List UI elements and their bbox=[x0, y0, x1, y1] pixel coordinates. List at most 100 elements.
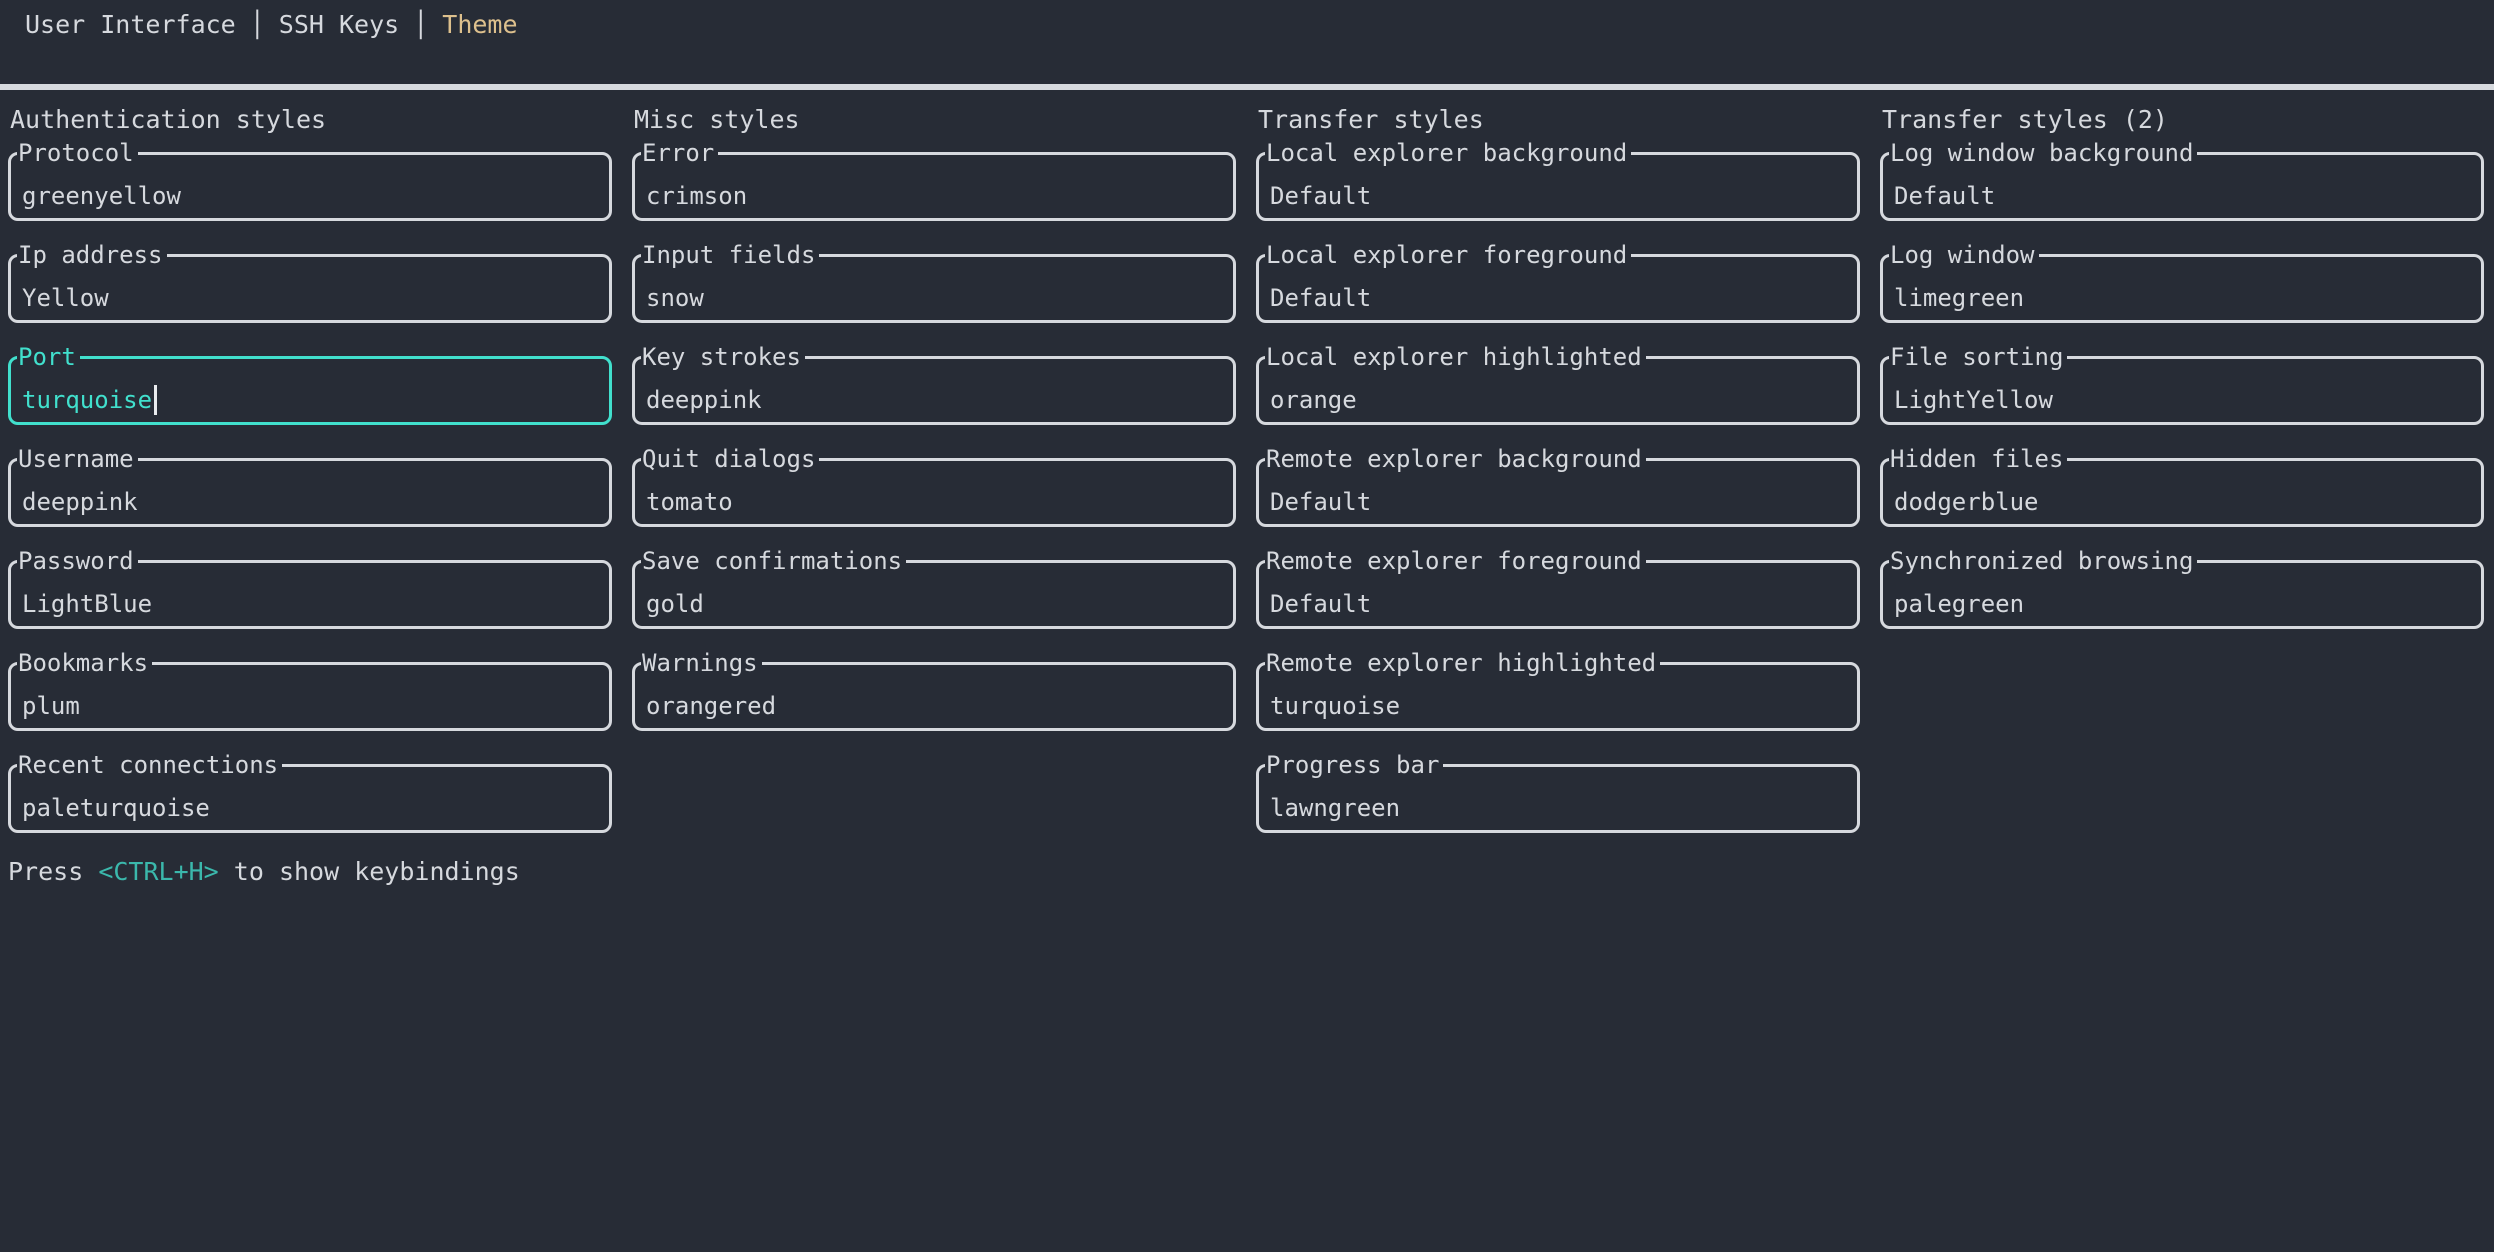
field-value-text: Default bbox=[1270, 284, 1372, 312]
field-local-explorer-foreground[interactable]: Local explorer foreground Default bbox=[1256, 242, 1860, 323]
field-value-text: greenyellow bbox=[22, 182, 181, 210]
field-label: Progress bar bbox=[1265, 752, 1444, 778]
field-value: turquoise bbox=[1270, 691, 1400, 721]
field-label: Port bbox=[17, 344, 80, 370]
field-log-window[interactable]: Log window limegreen bbox=[1880, 242, 2484, 323]
field-value-text: turquoise bbox=[22, 386, 153, 414]
tab-separator: │ bbox=[249, 10, 265, 39]
field-label: Save confirmations bbox=[641, 548, 907, 574]
field-value: paleturquoise bbox=[22, 793, 210, 823]
field-value-text: crimson bbox=[646, 182, 748, 210]
field-value-text: snow bbox=[646, 284, 704, 312]
field-progress-bar[interactable]: Progress bar lawngreen bbox=[1256, 752, 1860, 833]
field-value-text: Default bbox=[1270, 182, 1372, 210]
column-misc-styles: Misc styles Error crimson Input fields s… bbox=[632, 106, 1236, 731]
field-remote-explorer-background[interactable]: Remote explorer background Default bbox=[1256, 446, 1860, 527]
field-username[interactable]: Username deeppink bbox=[8, 446, 612, 527]
field-label: Local explorer foreground bbox=[1265, 242, 1632, 268]
field-value-text: tomato bbox=[646, 488, 733, 516]
tab-theme[interactable]: Theme bbox=[442, 10, 518, 39]
field-value: turquoise bbox=[22, 385, 158, 415]
field-input-fields[interactable]: Input fields snow bbox=[632, 242, 1236, 323]
field-protocol[interactable]: Protocol greenyellow bbox=[8, 140, 612, 221]
field-error[interactable]: Error crimson bbox=[632, 140, 1236, 221]
field-ip-address[interactable]: Ip address Yellow bbox=[8, 242, 612, 323]
field-value-text: orange bbox=[1270, 386, 1357, 414]
field-value: Default bbox=[1270, 181, 1371, 211]
field-value: greenyellow bbox=[22, 181, 181, 211]
field-recent-connections[interactable]: Recent connections paleturquoise bbox=[8, 752, 612, 833]
field-value: deeppink bbox=[22, 487, 138, 517]
column-transfer-styles-2: Transfer styles (2) Log window backgroun… bbox=[1880, 106, 2484, 629]
field-label: Key strokes bbox=[641, 344, 805, 370]
field-value: palegreen bbox=[1894, 589, 2024, 619]
field-label: Recent connections bbox=[17, 752, 283, 778]
field-local-explorer-background[interactable]: Local explorer background Default bbox=[1256, 140, 1860, 221]
field-label: Log window background bbox=[1889, 140, 2198, 166]
field-hidden-files[interactable]: Hidden files dodgerblue bbox=[1880, 446, 2484, 527]
field-value-text: palegreen bbox=[1894, 590, 2025, 618]
tab-ssh-keys[interactable]: SSH Keys bbox=[278, 10, 400, 39]
field-value-text: Yellow bbox=[22, 284, 109, 312]
column-transfer-styles: Transfer styles Local explorer backgroun… bbox=[1256, 106, 1860, 833]
field-remote-explorer-highlighted[interactable]: Remote explorer highlighted turquoise bbox=[1256, 650, 1860, 731]
field-save-confirmations[interactable]: Save confirmations gold bbox=[632, 548, 1236, 629]
field-label: Remote explorer background bbox=[1265, 446, 1646, 472]
field-file-sorting[interactable]: File sorting LightYellow bbox=[1880, 344, 2484, 425]
field-value: deeppink bbox=[646, 385, 762, 415]
field-value-text: LightBlue bbox=[22, 590, 153, 618]
field-bookmarks[interactable]: Bookmarks plum bbox=[8, 650, 612, 731]
column-title: Transfer styles bbox=[1258, 105, 1484, 134]
field-value-text: Default bbox=[1270, 590, 1372, 618]
field-label: Error bbox=[641, 140, 719, 166]
field-port[interactable]: Port turquoise bbox=[8, 344, 612, 425]
field-remote-explorer-foreground[interactable]: Remote explorer foreground Default bbox=[1256, 548, 1860, 629]
field-password[interactable]: Password LightBlue bbox=[8, 548, 612, 629]
field-value: dodgerblue bbox=[1894, 487, 2039, 517]
field-value-text: Default bbox=[1894, 182, 1996, 210]
field-value-text: paleturquoise bbox=[22, 794, 210, 822]
tab-user-interface[interactable]: User Interface bbox=[25, 10, 236, 39]
field-label: Protocol bbox=[17, 140, 138, 166]
tabbar-divider bbox=[0, 84, 2494, 90]
field-value-text: lawngreen bbox=[1270, 794, 1401, 822]
field-value-text: Default bbox=[1270, 488, 1372, 516]
column-fields: Error crimson Input fields snow Key stro… bbox=[632, 140, 1236, 731]
field-local-explorer-highlighted[interactable]: Local explorer highlighted orange bbox=[1256, 344, 1860, 425]
field-label: Input fields bbox=[641, 242, 820, 268]
column-fields: Protocol greenyellow Ip address Yellow P… bbox=[8, 140, 612, 833]
field-log-window-background[interactable]: Log window background Default bbox=[1880, 140, 2484, 221]
field-warnings[interactable]: Warnings orangered bbox=[632, 650, 1236, 731]
field-value-text: plum bbox=[22, 692, 80, 720]
field-value-text: orangered bbox=[646, 692, 777, 720]
field-value-text: gold bbox=[646, 590, 704, 618]
field-value: Default bbox=[1270, 487, 1371, 517]
field-value: tomato bbox=[646, 487, 733, 517]
field-value: limegreen bbox=[1894, 283, 2024, 313]
column-fields: Local explorer background Default Local … bbox=[1256, 140, 1860, 833]
field-value: crimson bbox=[646, 181, 747, 211]
field-value: gold bbox=[646, 589, 704, 619]
field-value: LightBlue bbox=[22, 589, 152, 619]
field-value-text: dodgerblue bbox=[1894, 488, 2039, 516]
field-value: snow bbox=[646, 283, 704, 313]
field-quit-dialogs[interactable]: Quit dialogs tomato bbox=[632, 446, 1236, 527]
field-label: Synchronized browsing bbox=[1889, 548, 2198, 574]
field-value-text: turquoise bbox=[1270, 692, 1401, 720]
field-label: Bookmarks bbox=[17, 650, 153, 676]
field-value: Yellow bbox=[22, 283, 109, 313]
field-key-strokes[interactable]: Key strokes deeppink bbox=[632, 344, 1236, 425]
field-label: Quit dialogs bbox=[641, 446, 820, 472]
field-value-text: limegreen bbox=[1894, 284, 2025, 312]
column-title: Misc styles bbox=[634, 105, 800, 134]
help-text-prefix: Press bbox=[8, 857, 99, 886]
column-fields: Log window background Default Log window… bbox=[1880, 140, 2484, 629]
field-value: LightYellow bbox=[1894, 385, 2053, 415]
field-label: Local explorer background bbox=[1265, 140, 1632, 166]
field-value-text: deeppink bbox=[646, 386, 762, 414]
theme-columns: Authentication styles Protocol greenyell… bbox=[0, 90, 2494, 833]
field-synchronized-browsing[interactable]: Synchronized browsing palegreen bbox=[1880, 548, 2484, 629]
column-title: Transfer styles (2) bbox=[1882, 105, 2168, 134]
field-label: Password bbox=[17, 548, 138, 574]
field-label: Ip address bbox=[17, 242, 167, 268]
